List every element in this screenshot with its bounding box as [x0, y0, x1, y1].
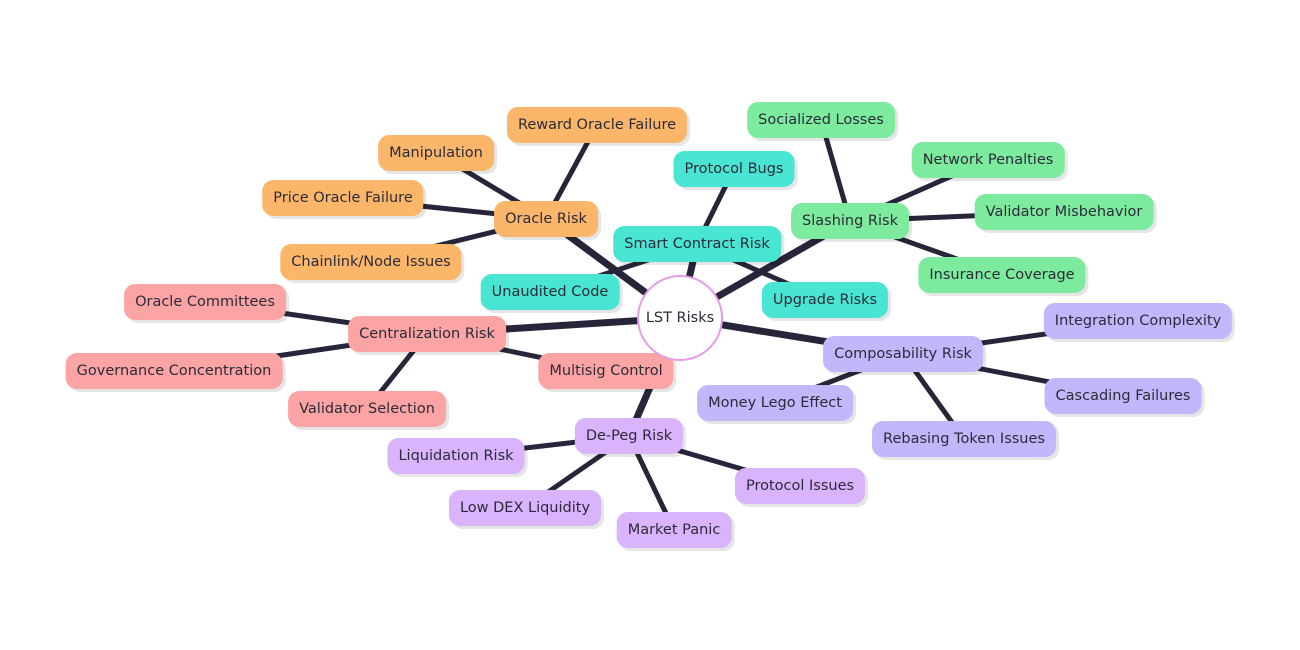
branch-node-comp[interactable]: Composability Risk	[823, 336, 983, 372]
leaf-node-slash-c4[interactable]: Insurance Coverage	[918, 257, 1086, 293]
leaf-node-comp-c1[interactable]: Integration Complexity	[1043, 303, 1233, 339]
leaf-node-slash-c3[interactable]: Validator Misbehavior	[974, 194, 1154, 230]
root-node[interactable]: LST Risks	[637, 275, 723, 361]
leaf-node-comp-c4[interactable]: Money Lego Effect	[697, 385, 853, 421]
leaf-node-smart-c2[interactable]: Unaudited Code	[480, 274, 620, 310]
leaf-node-slash-c1[interactable]: Socialized Losses	[747, 102, 895, 138]
leaf-node-smart-c3[interactable]: Upgrade Risks	[761, 282, 889, 318]
leaf-node-central-c1[interactable]: Oracle Committees	[124, 284, 286, 320]
leaf-node-slash-c2[interactable]: Network Penalties	[911, 142, 1065, 178]
leaf-node-oracle-c1[interactable]: Reward Oracle Failure	[506, 107, 688, 143]
leaf-node-central-c2[interactable]: Governance Concentration	[65, 353, 283, 389]
leaf-node-oracle-c3[interactable]: Price Oracle Failure	[262, 180, 424, 216]
leaf-node-depeg-c2[interactable]: Low DEX Liquidity	[448, 490, 602, 526]
branch-node-smart[interactable]: Smart Contract Risk	[613, 226, 781, 262]
leaf-node-comp-c2[interactable]: Cascading Failures	[1044, 378, 1202, 414]
leaf-node-comp-c3[interactable]: Rebasing Token Issues	[872, 421, 1056, 457]
leaf-node-depeg-c3[interactable]: Market Panic	[616, 512, 732, 548]
branch-node-oracle[interactable]: Oracle Risk	[494, 201, 598, 237]
leaf-node-smart-c1[interactable]: Protocol Bugs	[673, 151, 795, 187]
branch-node-depeg[interactable]: De-Peg Risk	[574, 418, 684, 454]
leaf-node-central-c4[interactable]: Multisig Control	[538, 353, 674, 389]
leaf-node-oracle-c2[interactable]: Manipulation	[378, 135, 494, 171]
branch-node-slash[interactable]: Slashing Risk	[791, 203, 909, 239]
leaf-node-oracle-c4[interactable]: Chainlink/Node Issues	[280, 244, 462, 280]
leaf-node-depeg-c4[interactable]: Protocol Issues	[734, 468, 866, 504]
leaf-node-depeg-c1[interactable]: Liquidation Risk	[387, 438, 525, 474]
leaf-node-central-c3[interactable]: Validator Selection	[288, 391, 446, 427]
branch-node-central[interactable]: Centralization Risk	[348, 316, 506, 352]
